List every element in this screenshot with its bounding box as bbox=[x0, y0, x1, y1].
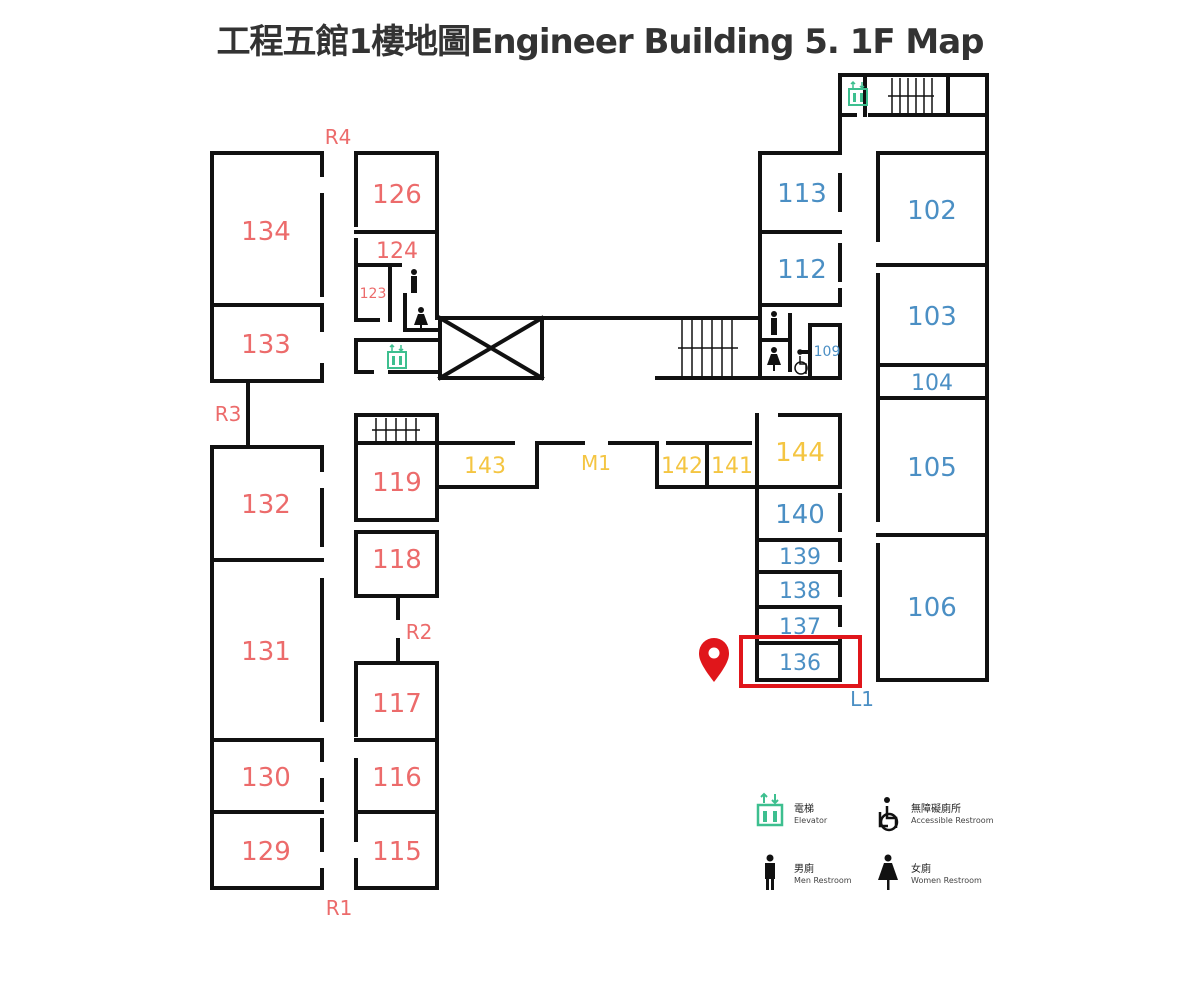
legend-accessible-zh: 無障礙廁所 bbox=[911, 802, 961, 815]
room-104: 104 bbox=[911, 371, 953, 396]
accessible-restroom-icon bbox=[794, 349, 808, 375]
legend-women-zh: 女廁 bbox=[911, 862, 931, 875]
room-106: 106 bbox=[907, 593, 957, 623]
room-117: 117 bbox=[372, 689, 422, 719]
men-restroom-icon bbox=[411, 269, 777, 335]
room-109: 109 bbox=[814, 344, 841, 360]
legend-women-en: Women Restroom bbox=[911, 876, 982, 885]
room-133: 133 bbox=[241, 330, 291, 360]
legend-elevator-icon bbox=[756, 792, 784, 827]
room-112: 112 bbox=[777, 255, 827, 285]
legend-men-en: Men Restroom bbox=[794, 876, 852, 885]
room-130: 130 bbox=[241, 763, 291, 793]
room-123: 123 bbox=[360, 286, 387, 302]
room-137: 137 bbox=[779, 615, 821, 640]
legend: 電梯 Elevator 無障礙廁所 Accessible Restroom 男廁… bbox=[756, 792, 994, 890]
room-119: 119 bbox=[372, 468, 422, 498]
room-124: 124 bbox=[376, 239, 418, 264]
walls bbox=[210, 73, 989, 890]
room-143: 143 bbox=[464, 454, 506, 479]
room-139: 139 bbox=[779, 545, 821, 570]
room-140: 140 bbox=[775, 500, 825, 530]
legend-elevator-en: Elevator bbox=[794, 816, 828, 825]
room-134: 134 bbox=[241, 217, 291, 247]
elevator-icon bbox=[848, 80, 868, 106]
room-113: 113 bbox=[777, 179, 827, 209]
room-141: 141 bbox=[711, 454, 753, 479]
women-restroom-icon bbox=[414, 307, 781, 371]
elevator-icon bbox=[387, 343, 407, 369]
room-126: 126 bbox=[372, 180, 422, 210]
legend-accessible-en: Accessible Restroom bbox=[911, 816, 994, 825]
room-142: 142 bbox=[661, 454, 703, 479]
legend-accessible-icon bbox=[878, 797, 899, 832]
legend-elevator-zh: 電梯 bbox=[794, 802, 814, 815]
map-title: 工程五館1樓地圖Engineer Building 5. 1F Map bbox=[216, 22, 984, 62]
entrance-r1: R1 bbox=[326, 896, 353, 920]
room-144: 144 bbox=[775, 438, 825, 468]
room-105: 105 bbox=[907, 453, 957, 483]
entrance-r3: R3 bbox=[215, 402, 242, 426]
room-129: 129 bbox=[241, 837, 291, 867]
room-115: 115 bbox=[372, 837, 422, 867]
room-116: 116 bbox=[372, 763, 422, 793]
entrance-m1: M1 bbox=[581, 451, 611, 475]
legend-men-icon bbox=[765, 854, 775, 890]
legend-men-zh: 男廁 bbox=[794, 862, 814, 875]
room-138: 138 bbox=[779, 579, 821, 604]
entrance-r4: R4 bbox=[325, 125, 352, 149]
entrance-l1: L1 bbox=[850, 687, 874, 711]
entrance-r2: R2 bbox=[406, 620, 433, 644]
room-102: 102 bbox=[907, 196, 957, 226]
room-131: 131 bbox=[241, 637, 291, 667]
room-136: 136 bbox=[779, 651, 821, 676]
room-118: 118 bbox=[372, 545, 422, 575]
room-132: 132 bbox=[241, 490, 291, 520]
location-pin-icon[interactable] bbox=[699, 638, 729, 682]
legend-women-icon bbox=[878, 854, 898, 890]
room-103: 103 bbox=[907, 302, 957, 332]
highlight-room-136 bbox=[739, 635, 862, 688]
